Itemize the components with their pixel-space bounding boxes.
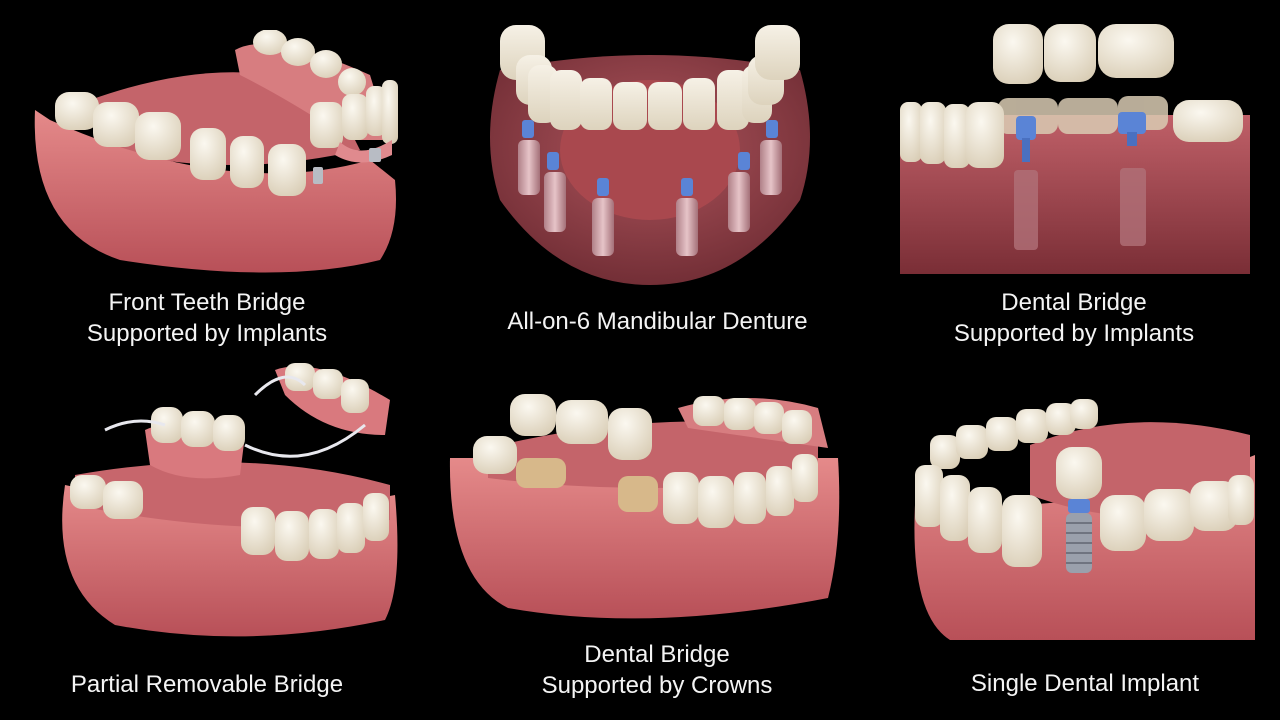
caption-front-teeth-bridge: Front Teeth Bridge Supported by Implants	[57, 287, 357, 349]
caption-dental-bridge-crowns: Dental Bridge Supported by Crowns	[507, 639, 807, 701]
dental-bridge-implants-illustration-icon	[900, 24, 1250, 274]
caption-line-2: Supported by Crowns	[541, 672, 773, 699]
caption-line-2: Supported by Implants	[953, 320, 1195, 347]
partial-removable-bridge-illustration-icon	[62, 363, 398, 637]
single-implant-illustration-icon	[914, 399, 1255, 640]
front-teeth-bridge-illustration-icon	[34, 30, 398, 273]
caption-all-on-6: All-on-6 Mandibular Denture	[480, 306, 835, 337]
caption-line-1: Dental Bridge	[584, 641, 730, 668]
caption-line-1: Single Dental Implant	[970, 670, 1200, 697]
caption-partial-removable-bridge: Partial Removable Bridge	[47, 669, 367, 700]
caption-line-1: All-on-6 Mandibular Denture	[507, 308, 808, 335]
caption-line-2: Supported by Implants	[86, 320, 328, 347]
all-on-6-illustration-icon	[490, 25, 810, 285]
caption-line-1: Partial Removable Bridge	[70, 671, 344, 698]
dental-bridge-crowns-illustration-icon	[449, 394, 840, 619]
caption-single-implant: Single Dental Implant	[935, 668, 1235, 699]
caption-dental-bridge-implants: Dental Bridge Supported by Implants	[924, 287, 1224, 349]
caption-line-1: Dental Bridge	[1001, 289, 1147, 316]
caption-line-1: Front Teeth Bridge	[108, 289, 306, 316]
